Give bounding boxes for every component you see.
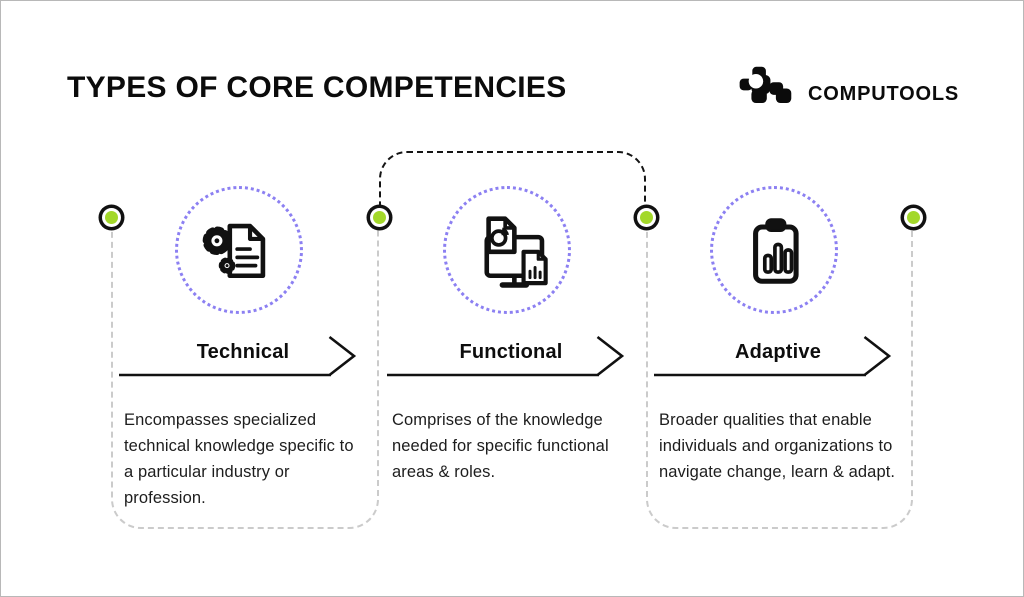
adaptive-icon-circle [710,186,838,314]
adaptive-label: Adaptive [734,341,822,363]
gears-document-icon [202,223,266,279]
adaptive-arrow [654,335,892,377]
node-marker-1 [104,210,118,224]
computools-logo-icon [739,66,792,104]
functional-description: Comprises of the knowledge needed for sp… [392,411,609,481]
clipboard-chart-icon [753,218,799,284]
adaptive-panel-outline [646,217,913,529]
brand-name: COMPUTOOLS [808,83,959,105]
technical-panel-outline [111,217,379,529]
functional-icon-circle [443,186,571,314]
technical-label: Technical [196,341,290,363]
node-marker-2 [372,210,386,224]
node-marker-4 [906,210,920,224]
brand-logo: COMPUTOOLS [736,59,959,109]
page-title: TYPES OF CORE COMPETENCIES [67,71,567,104]
functional-bracket-line [379,151,646,209]
technical-icon-circle [175,186,303,314]
technical-arrow [119,335,357,377]
technical-description: Encompasses specialized technical knowle… [124,411,354,507]
functional-arrow [387,335,625,377]
adaptive-description: Broader qualities that enable individual… [659,411,896,481]
functional-label: Functional [459,341,563,363]
monitor-files-icon [484,216,548,288]
node-marker-3 [639,210,653,224]
